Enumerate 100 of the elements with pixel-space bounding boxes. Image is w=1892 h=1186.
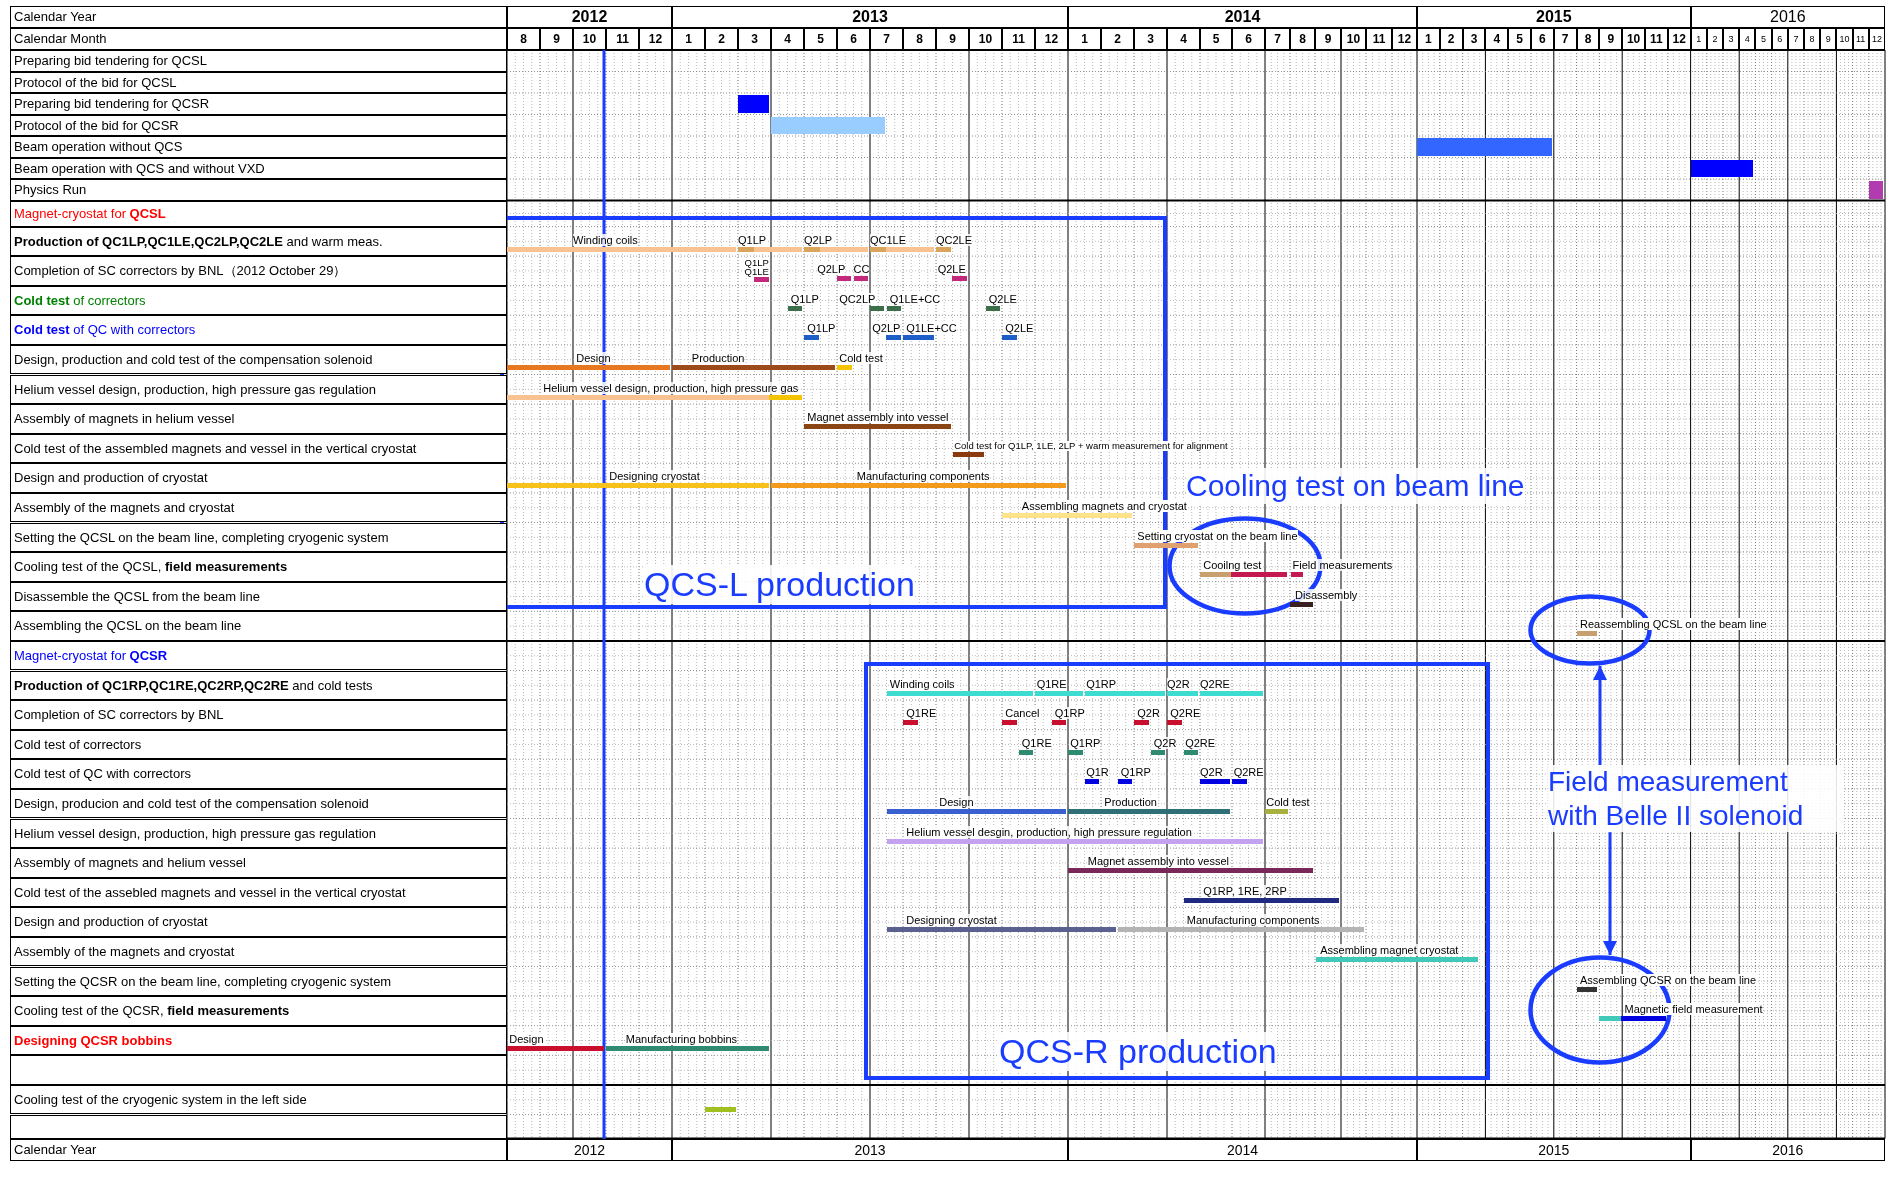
- month-label: 12: [1667, 28, 1691, 50]
- bar-label: Q2LP: [817, 263, 846, 276]
- highlight-ellipse: [1528, 594, 1652, 666]
- month-label: 5: [1200, 28, 1232, 50]
- task-label: Cold test of QC with correctors: [10, 315, 507, 345]
- task-label: Physics Run: [10, 179, 507, 201]
- bar-label: Q1R: [1086, 766, 1109, 779]
- task-label: Design, producion and cold test of the compensation solenoid: [10, 788, 507, 819]
- month-label: 9: [540, 28, 573, 50]
- section-heading: Magnet-cryostat for QCSL: [10, 200, 507, 227]
- arrow: [1603, 832, 1617, 955]
- month-label: 3: [738, 28, 771, 50]
- bar-label: Magnet assembly into vessel: [807, 411, 949, 424]
- bar-label: Q2R: [1200, 766, 1223, 779]
- task-label: Design, production and cold test of the compensation solenoid: [10, 344, 507, 375]
- month-label: 8: [1804, 28, 1821, 50]
- bar-label: Q1RP: [1120, 766, 1151, 779]
- task-label: Cooling test of the cryogenic system in the left side: [10, 1084, 507, 1115]
- month-label: 10: [1622, 28, 1645, 50]
- task-label: Beam operation without QCS: [10, 136, 507, 158]
- month-label: 4: [1739, 28, 1756, 50]
- month-label: 9: [1315, 28, 1341, 50]
- task-label: Cold test of the assebled magnets and vessel in the vertical cryostat: [10, 877, 507, 908]
- task-label: Assembly of magnets and helium vessel: [10, 848, 507, 878]
- section-heading: Magnet-cryostat for QCSR: [10, 640, 507, 671]
- bar-label: Q1RP: [1054, 707, 1085, 720]
- bar-label: Cooilng test: [1203, 559, 1262, 572]
- bar-label: Q2LE: [1005, 322, 1034, 335]
- task-label: Cooling test of the QCSL, field measurements: [10, 552, 507, 582]
- year-label: 2016: [1690, 1138, 1885, 1161]
- bar-label: Designing cryostat: [906, 914, 997, 927]
- axis-title: Calendar Year: [10, 6, 507, 28]
- year-label: 2015: [1417, 6, 1691, 28]
- month-label: 12: [1392, 28, 1417, 50]
- month-label: 8: [507, 28, 540, 50]
- month-label: 3: [1134, 28, 1167, 50]
- bar-label: Magnet assembly into vessel: [1087, 855, 1230, 868]
- bar-label: Q2LE: [937, 263, 966, 276]
- month-label: 4: [771, 28, 804, 50]
- year-label: 2015: [1417, 1138, 1691, 1161]
- task-label: Cooling test of the QCSR, field measurements: [10, 996, 507, 1026]
- month-label: 8: [1576, 28, 1600, 50]
- task-label: Assembly of the magnets and cryostat: [10, 936, 507, 967]
- month-label: 10: [1836, 28, 1853, 50]
- month-label: 5: [1755, 28, 1772, 50]
- year-label: 2014: [1068, 6, 1417, 28]
- year-label: 2013: [672, 1138, 1068, 1161]
- task-label: Protocol of the bid for QCSL: [10, 71, 507, 93]
- bar-label: Reassembling QCSL on the beam line: [1580, 618, 1767, 631]
- month-label: 6: [1232, 28, 1265, 50]
- bar-label: Cancel: [1005, 707, 1040, 720]
- bar-label: Q2RE: [1233, 766, 1264, 779]
- month-label: 6: [837, 28, 870, 50]
- month-label: 10: [1341, 28, 1366, 50]
- month-label: 9: [1820, 28, 1837, 50]
- task-label: Protocol of the bid for QCSR: [10, 114, 507, 136]
- task-label: Assembling the QCSL on the beam line: [10, 611, 507, 641]
- callout-heading: Cooling test on beam line: [1186, 468, 1525, 504]
- bar-label: Q1LP: [807, 322, 836, 335]
- task-label: Design and production of cryostat: [10, 463, 507, 493]
- task-label: Preparing bid tendering for QCSL: [10, 50, 507, 72]
- task-label: Completion of SC correctors by BNL: [10, 700, 507, 730]
- month-label: 1: [1417, 28, 1440, 50]
- month-label: 2: [1101, 28, 1134, 50]
- month-label: 10: [969, 28, 1002, 50]
- gantt-bar: [738, 95, 769, 113]
- task-label: Cold test of the assembled magnets and vessel in the vertical cryostat: [10, 433, 507, 464]
- task-label: Helium vessel design, production, high pressure gas regulation: [10, 818, 507, 849]
- axis-title: Calendar Month: [10, 28, 507, 50]
- bar-label: Q1LE+CC: [906, 322, 957, 335]
- task-label: Preparing bid tendering for QCSR: [10, 93, 507, 115]
- month-label: 12: [639, 28, 672, 50]
- gantt-bar: [705, 1106, 736, 1112]
- task-label: Production of QC1LP,QC1LE,QC2LP,QC2LE and warm meas.: [10, 226, 507, 257]
- month-label: 9: [936, 28, 969, 50]
- bar-label: Designing cryostat: [609, 470, 700, 483]
- month-label: 8: [903, 28, 936, 50]
- bar-label: Field measurements: [1292, 559, 1393, 572]
- month-label: 11: [606, 28, 639, 50]
- bar-label: Q2RE: [1170, 707, 1201, 720]
- month-label: 11: [1002, 28, 1035, 50]
- month-label: 3: [1462, 28, 1486, 50]
- month-label: 3: [1723, 28, 1740, 50]
- highlight-ellipse: [1528, 955, 1672, 1065]
- year-label: 2012: [507, 1138, 672, 1161]
- month-label: 11: [1645, 28, 1668, 50]
- month-label: 6: [1531, 28, 1554, 50]
- task-label: Production of QC1RP,QC1RE,QC2RP,QC2RE and cold tests: [10, 670, 507, 701]
- highlight-frame: [864, 662, 1490, 1080]
- task-label: Assembly of magnets in helium vessel: [10, 404, 507, 434]
- month-label: 7: [1265, 28, 1290, 50]
- task-label: Design and production of cryostat: [10, 907, 507, 937]
- year-label: 2014: [1068, 1138, 1417, 1161]
- task-label: Setting the QCSR on the beam line, completing cryogenic system: [10, 966, 507, 997]
- year-label: 2016: [1690, 6, 1885, 28]
- bar-label: Magnetic field measurement: [1624, 1003, 1763, 1016]
- task-label: Beam operation with QCS and without VXD: [10, 157, 507, 179]
- task-label: Completion of SC correctors by BNL（2012 October 29）: [10, 256, 507, 286]
- bar-label: Manufacturing components: [1186, 914, 1320, 927]
- month-label: 8: [1290, 28, 1315, 50]
